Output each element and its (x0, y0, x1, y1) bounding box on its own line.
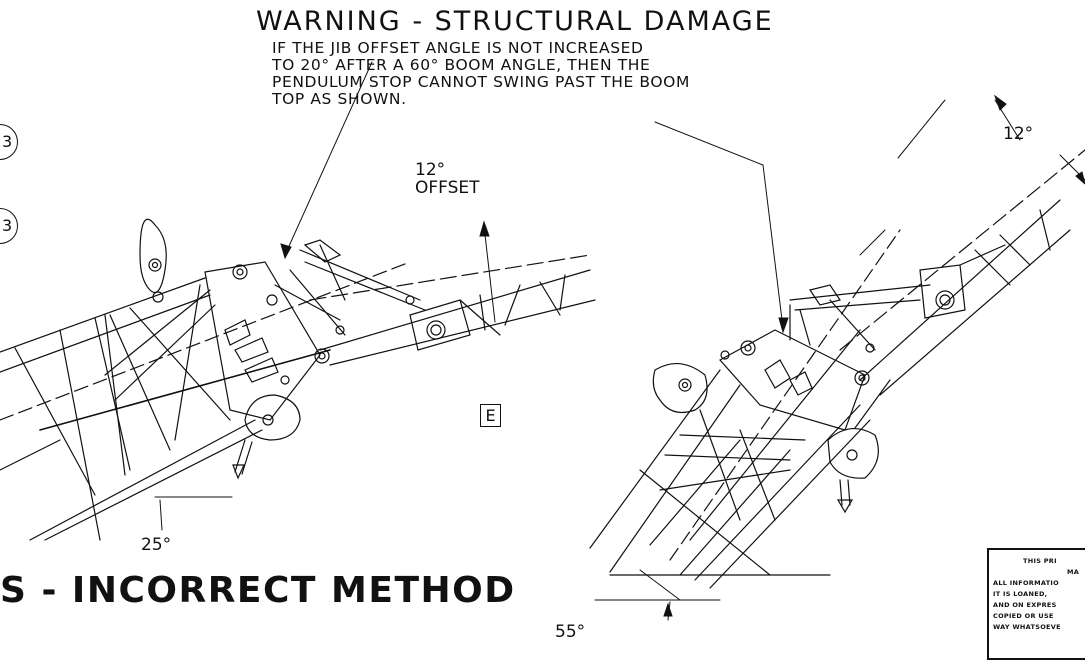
notice-line: WAY WHATSOEVE (993, 623, 1061, 631)
warning-title: WARNING - STRUCTURAL DAMAGE (256, 6, 774, 37)
right-offset-angle: 12° (1003, 124, 1034, 144)
notice-line: IT IS LOANED, (993, 590, 1048, 598)
warning-line-3: PENDULUM STOP CANNOT SWING PAST THE BOOM (272, 73, 690, 91)
left-boom-lattice (0, 261, 411, 541)
left-offset-label: OFFSET (415, 178, 480, 198)
right-boom-angle: 55° (555, 622, 586, 642)
left-jib (274, 239, 596, 366)
notice-line: MA (1067, 568, 1080, 576)
notice-line: COPIED OR USE (993, 612, 1054, 620)
right-jib (789, 149, 1085, 396)
left-sheaves (139, 218, 301, 480)
left-boom-angle: 25° (141, 535, 172, 555)
method-heading: S - INCORRECT METHOD (0, 570, 516, 611)
left-leaders (154, 61, 496, 531)
detail-label-e: E (480, 404, 501, 427)
left-offset-value: 12° (415, 160, 446, 180)
right-boom-lattice (589, 229, 901, 589)
notice-line: THIS PRI (1023, 557, 1057, 565)
right-sheaves (652, 363, 891, 514)
warning-line-2: TO 20° AFTER A 60° BOOM ANGLE, THEN THE (272, 56, 651, 74)
notice-line: AND ON EXPRES (993, 601, 1057, 609)
right-boom-head (719, 329, 870, 431)
proprietary-notice-box: THIS PRI MA ALL INFORMATIO IT IS LOANED,… (987, 548, 1085, 660)
warning-line-1: IF THE JIB OFFSET ANGLE IS NOT INCREASED (272, 39, 644, 57)
warning-line-4: TOP AS SHOWN. (272, 90, 407, 108)
notice-line: ALL INFORMATIO (993, 579, 1059, 587)
left-boom-head (204, 261, 330, 421)
right-leaders (594, 94, 1085, 621)
